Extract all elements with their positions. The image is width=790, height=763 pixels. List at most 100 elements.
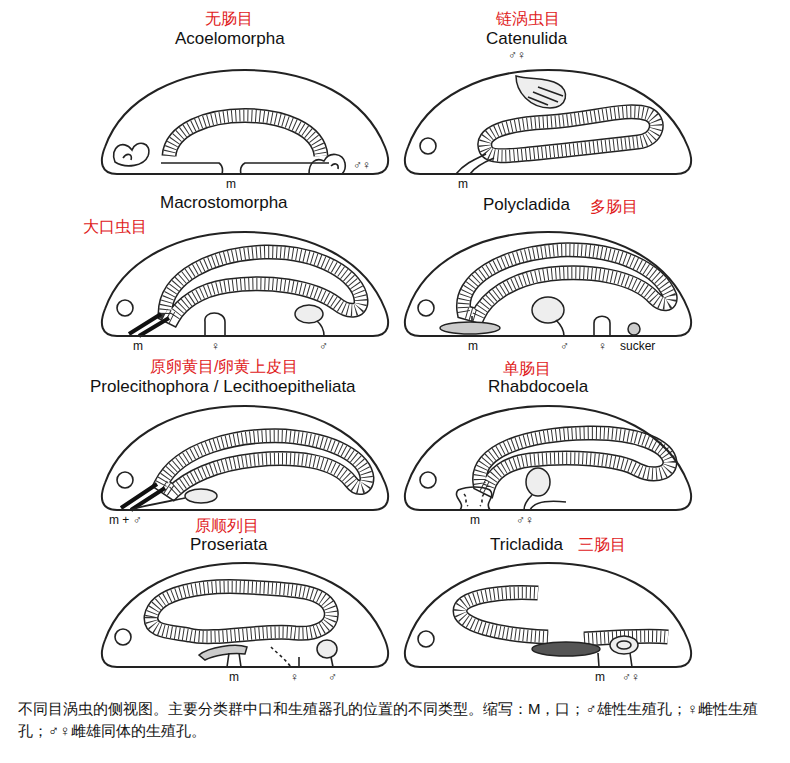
catenulid-anatomy — [420, 76, 656, 174]
figure-caption: 不同目涡虫的侧视图。主要分类群中口和生殖器孔的位置的不同类型。缩写：M，口；♂雄… — [18, 698, 773, 742]
gut — [169, 116, 321, 157]
gut — [460, 593, 668, 639]
pharynx — [440, 322, 500, 334]
male-organ — [317, 640, 337, 658]
body-outline-path — [405, 406, 691, 510]
pore-label: ♂ — [319, 339, 328, 353]
pharynx-hatching — [464, 494, 484, 506]
female-organ — [594, 316, 610, 336]
pore-label: ♀ — [211, 339, 220, 353]
body-outline-path — [405, 232, 691, 336]
pharynx — [456, 154, 494, 174]
genital-organ — [516, 76, 566, 108]
pore-label: ♂♀ — [353, 158, 371, 172]
gut — [165, 252, 361, 318]
copulatory-organ — [610, 636, 638, 654]
order-name: Rhabdocoela — [488, 378, 588, 397]
proseriate-anatomy — [115, 587, 337, 667]
order-name-zh: 三肠目 — [578, 536, 626, 554]
pore-label: ♂♀ — [622, 670, 640, 684]
female-organ — [205, 313, 225, 336]
worm-body: Tricladida三肠目m♂♀ — [398, 555, 698, 680]
pore-label: sucker — [620, 339, 655, 353]
triclad-anatomy — [418, 593, 668, 667]
genital-organ — [309, 154, 345, 174]
eye — [117, 472, 133, 488]
body-outline — [398, 62, 698, 187]
pore-label: ♂ — [560, 339, 569, 353]
gut — [480, 433, 670, 488]
pharynx-stalk — [471, 316, 473, 322]
rhabdocoel-anatomy — [420, 433, 670, 510]
body-outline — [398, 398, 698, 523]
body-outline — [398, 224, 698, 349]
order-name-zh: 多肠目 — [590, 198, 638, 216]
male-duct — [556, 320, 564, 336]
order-name-zh: 大口虫目 — [83, 218, 147, 236]
gut — [151, 587, 331, 637]
male-organ — [185, 489, 217, 503]
gut — [485, 112, 657, 156]
male-duct — [331, 657, 333, 667]
genital-duct — [630, 653, 632, 667]
gut — [480, 433, 670, 488]
eye — [420, 472, 436, 488]
order-name: Proseriata — [190, 536, 267, 555]
gut — [169, 116, 321, 157]
worm-body: 链涡虫目Catenulida♂♀m — [398, 62, 698, 187]
body-outline-path — [405, 70, 691, 174]
macrostomid-anatomy — [117, 252, 361, 336]
eye — [115, 629, 131, 645]
genital-organ — [526, 468, 550, 496]
order-name: Prolecithophora / Lecithoepitheliata — [90, 378, 356, 397]
pore-label: ♂♀ — [516, 513, 534, 527]
prolecithophoran-anatomy — [117, 436, 367, 510]
pore-label: m — [470, 513, 480, 527]
pore-label: ♂♀ — [508, 48, 526, 62]
order-name: Catenulida — [486, 30, 567, 49]
gut — [161, 436, 367, 492]
pharynx — [129, 314, 169, 336]
order-name-zh: 原顺列目 — [195, 517, 259, 535]
gut — [161, 436, 367, 492]
pharynx — [456, 487, 491, 510]
order-name-zh: 无肠目 — [205, 10, 253, 28]
gut — [169, 116, 321, 157]
female-pore — [298, 657, 300, 667]
worm-body: Macrostomorpha大口虫目m♀♂ — [95, 224, 395, 349]
statocyst-detail — [123, 154, 131, 160]
genital-hatching — [528, 87, 563, 105]
worm-body: 单肠目Rhabdocoelam♂♀ — [398, 398, 698, 523]
pore-label: m — [595, 670, 605, 684]
order-name: Acoelomorpha — [175, 30, 285, 49]
polyclad-anatomy — [418, 250, 670, 336]
gut — [161, 436, 367, 492]
gut — [480, 433, 670, 488]
pore-label: m — [468, 339, 478, 353]
statocyst — [114, 143, 149, 165]
female-duct — [271, 647, 291, 667]
pore-label: m — [229, 670, 239, 684]
mouth — [598, 653, 599, 667]
gut — [151, 587, 331, 637]
pore-label: m + ♂ — [109, 513, 142, 527]
body-outline-path — [102, 563, 388, 667]
body-outline — [95, 398, 395, 523]
gut — [460, 593, 668, 639]
gut — [460, 593, 668, 639]
pore-label: m — [458, 177, 468, 191]
genital-organ — [331, 164, 338, 169]
eye — [117, 300, 133, 316]
body-outline — [95, 62, 395, 187]
male-organ — [295, 305, 323, 323]
gut — [151, 587, 331, 637]
pore-label: ♀ — [598, 339, 607, 353]
sucker — [628, 323, 640, 335]
eye — [418, 631, 434, 647]
eye — [420, 138, 436, 154]
pore-label: m — [226, 177, 236, 191]
order-name-zh: 原卵黄目/卵黄上皮目 — [150, 358, 298, 376]
body-outline — [398, 555, 698, 680]
body-outline-path — [405, 563, 691, 667]
